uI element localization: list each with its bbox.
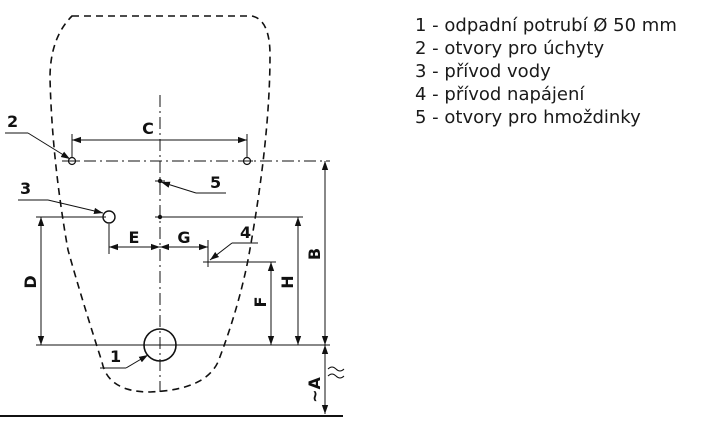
dim-c-label: C	[142, 119, 154, 138]
dim-g-label: G	[177, 228, 190, 247]
callout-1-arrow	[125, 354, 149, 369]
mounting-hole-right	[241, 156, 253, 166]
legend-item-2: 2 - otvory pro úchyty	[415, 38, 605, 59]
callout-3-number: 3	[20, 179, 31, 198]
dim-b-label: B	[305, 248, 324, 260]
legend: 1 - odpadní potrubí Ø 50 mm 2 - otvory p…	[415, 14, 677, 129]
dim-h-label: H	[278, 275, 297, 288]
callout-4-number: 4	[240, 223, 251, 242]
drain-pipe-circle	[143, 328, 177, 362]
appliance-outline	[49, 15, 271, 393]
callout-3-arrow	[47, 199, 104, 214]
dim-f-label: F	[251, 297, 270, 308]
callout-5-number: 5	[210, 173, 221, 192]
dowel-hole-lower	[155, 214, 165, 220]
power-inlet-point	[203, 257, 213, 267]
dim-a-label: ~A	[305, 376, 324, 402]
mounting-hole-left	[66, 156, 78, 166]
callout-1-number: 1	[110, 347, 121, 366]
water-inlet-circle	[102, 210, 116, 224]
dim-d-label: D	[21, 275, 40, 288]
callout-2-number: 2	[7, 112, 18, 131]
callout-2-arrow	[27, 132, 71, 160]
legend-item-3: 3 - přívod vody	[415, 61, 551, 82]
legend-item-1: 1 - odpadní potrubí Ø 50 mm	[415, 15, 677, 36]
dim-e-label: E	[129, 228, 140, 247]
callout-5-arrow	[160, 181, 197, 194]
legend-item-4: 4 - přívod napájení	[415, 84, 585, 105]
legend-item-5: 5 - otvory pro hmoždinky	[415, 107, 641, 128]
dim-a-break-symbol	[327, 366, 345, 379]
callout-4-arrow	[209, 242, 233, 261]
